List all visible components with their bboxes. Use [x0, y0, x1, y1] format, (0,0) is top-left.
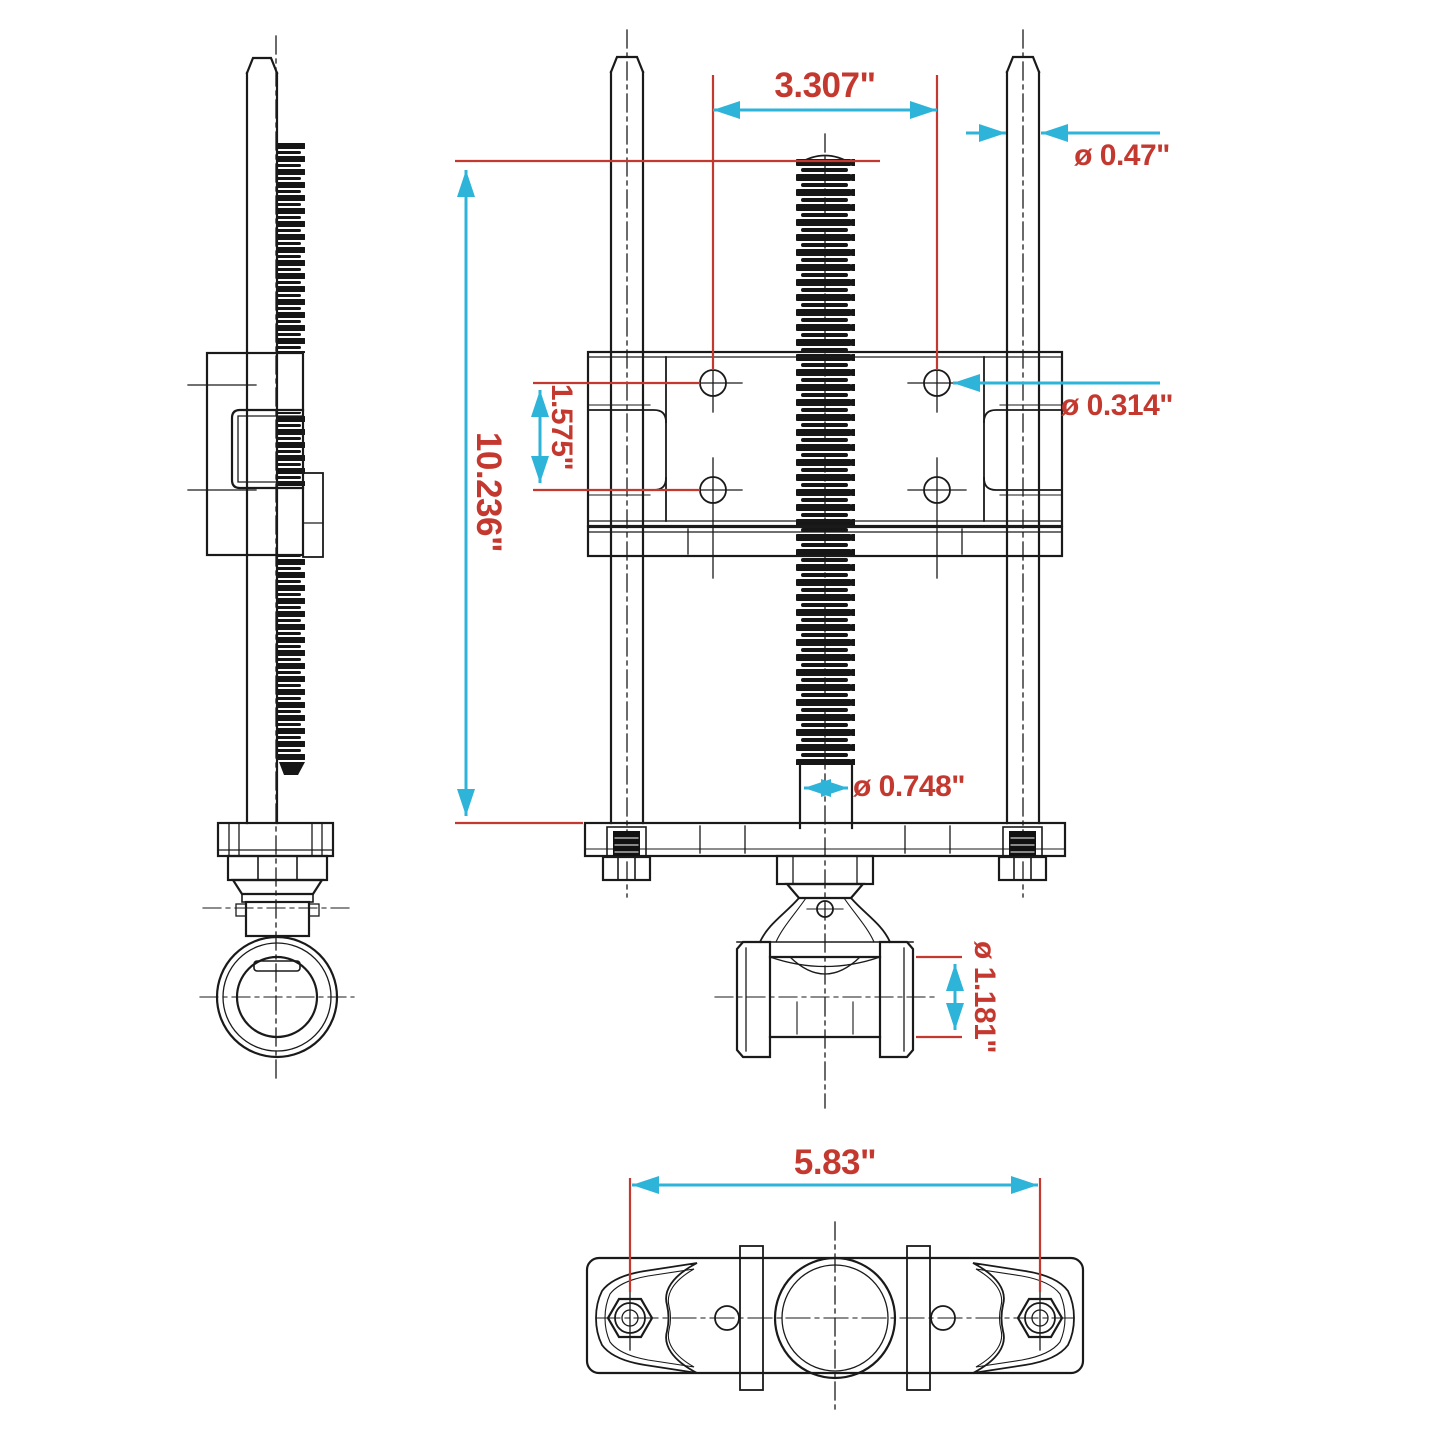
clamp-band-left [739, 1245, 764, 1391]
side-rod-cap [245, 56, 279, 75]
front-view [583, 29, 1067, 1109]
dim-screw-diameter-label: ø 0.748" [853, 770, 965, 803]
screw-threads [796, 158, 855, 765]
dimension-arrows [457, 101, 1160, 1194]
side-neck [244, 900, 311, 938]
side-carriage-tab [302, 472, 324, 558]
side-hex-nut [226, 854, 329, 882]
side-leadscrew-threads [277, 142, 305, 775]
dim-overall-height-label: 10.236" [469, 431, 508, 553]
dim-rod-diameter-label: ø 0.47" [1074, 139, 1170, 172]
dim-rod-spacing-label: 3.307" [774, 66, 876, 105]
bottom-view [585, 1221, 1085, 1411]
left-rod-end [601, 826, 652, 882]
side-bore-slot [253, 960, 301, 972]
right-rod-cap [1005, 55, 1041, 74]
hex-bolt-right [1016, 1285, 1064, 1351]
dim-hole-diameter-label: ø 0.314" [1061, 389, 1173, 422]
right-rod-end [997, 826, 1048, 882]
tee-left-ring [735, 940, 772, 1059]
clamp-band-right [906, 1245, 931, 1391]
bracket-hole-left [714, 1305, 740, 1331]
dim-hole-spacing-label: 1.575" [545, 383, 578, 471]
extension-lines [455, 75, 1042, 1292]
side-carriage-pocket-inner [237, 415, 304, 483]
bracket-hole-right [930, 1305, 956, 1331]
dim-tee-diameter-label: ø 1.181" [968, 941, 1001, 1053]
side-carriage-pocket [230, 408, 305, 490]
side-view [187, 35, 355, 1079]
left-rod-cap [609, 55, 645, 74]
tee-right-ring [878, 940, 915, 1059]
carriage-lower-bar [586, 525, 1064, 558]
side-collar [230, 878, 325, 896]
hex-bolt-left [606, 1285, 654, 1351]
side-carriage-block [205, 351, 305, 557]
tee-barrel-end [773, 1256, 897, 1380]
pocket-right [972, 1262, 1075, 1374]
pocket-left [595, 1262, 698, 1374]
dim-base-width-label: 5.83" [793, 1143, 877, 1182]
